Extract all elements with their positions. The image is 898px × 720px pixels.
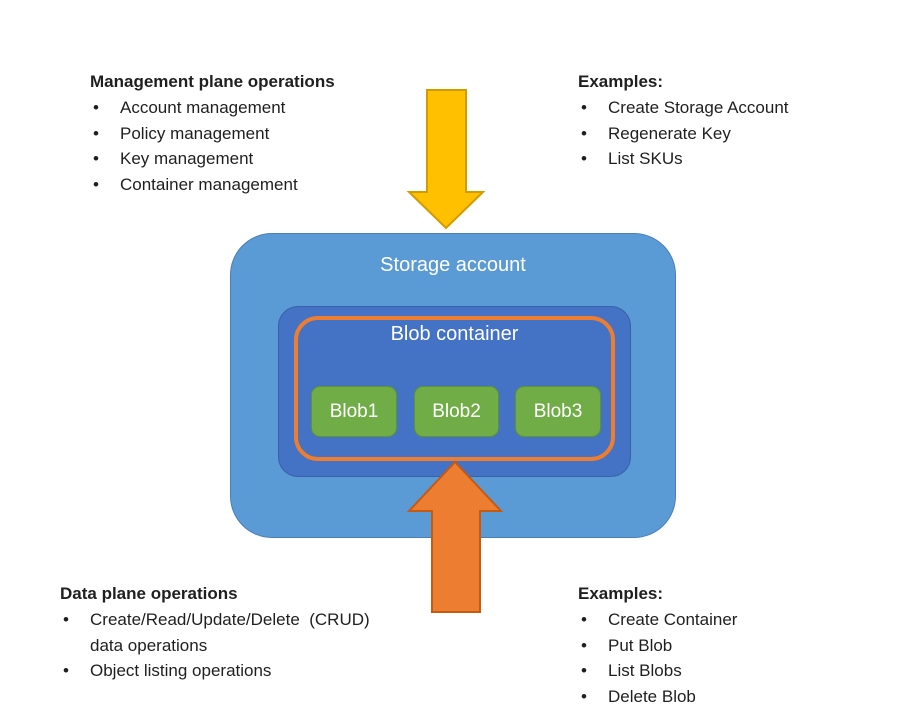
- bullet-icon: •: [93, 174, 99, 194]
- bullet-icon: •: [63, 610, 69, 629]
- management-examples-item: • Create Storage Account: [578, 95, 789, 121]
- data-examples-item: • Put Blob: [578, 633, 737, 659]
- data-examples-item: • Delete Blob: [578, 684, 737, 710]
- management-plane-item-label: Account management: [120, 98, 286, 117]
- management-examples-item-label: Regenerate Key: [608, 123, 731, 143]
- management-plane-item-label: Container management: [120, 174, 298, 194]
- bullet-icon: •: [581, 98, 587, 117]
- management-examples-item: • Regenerate Key: [578, 121, 789, 147]
- bullet-icon: •: [93, 123, 99, 143]
- data-plane-item: • Create/Read/Update/Delete (CRUD): [60, 607, 370, 633]
- management-examples-title: Examples:: [578, 72, 664, 91]
- blob-container-box: Blob container Blob1 Blob2 Blob3: [278, 306, 631, 477]
- blob3-box: Blob3: [515, 386, 601, 437]
- management-plane-item: • Account management: [90, 95, 335, 121]
- management-plane-title: Management plane operations: [90, 72, 335, 91]
- management-plane-block: Management plane operations • Account ma…: [90, 69, 335, 197]
- management-plane-down-arrow-icon: [406, 89, 486, 230]
- data-examples-item-label: Create Container: [608, 610, 738, 629]
- bullet-icon: •: [581, 123, 587, 143]
- management-plane-item: • Container management: [90, 172, 335, 198]
- bullet-icon: •: [581, 661, 587, 680]
- data-plane-title: Data plane operations: [60, 584, 238, 603]
- data-plane-item: • Object listing operations: [60, 658, 370, 684]
- bullet-icon: •: [581, 686, 587, 706]
- bullet-icon: •: [581, 149, 587, 168]
- management-plane-item-label: Key management: [120, 149, 254, 168]
- management-plane-item: • Policy management: [90, 121, 335, 147]
- bullet-icon: •: [93, 149, 99, 168]
- data-examples-block: Examples: • Create Container • Put Blob …: [578, 581, 737, 709]
- data-plane-up-arrow-icon: [406, 460, 504, 613]
- data-plane-block: Data plane operations • Create/Read/Upda…: [60, 581, 370, 684]
- management-plane-item-label: Policy management: [120, 123, 270, 143]
- management-examples-block: Examples: • Create Storage Account • Reg…: [578, 69, 789, 172]
- data-examples-item-label: Delete Blob: [608, 686, 696, 706]
- management-examples-item-label: List SKUs: [608, 149, 683, 168]
- blob-container-border: [294, 316, 615, 461]
- data-examples-item: • List Blobs: [578, 658, 737, 684]
- data-examples-item-label: List Blobs: [608, 661, 682, 680]
- blob1-box: Blob1: [311, 386, 397, 437]
- bullet-icon: •: [581, 610, 587, 629]
- data-examples-item: • Create Container: [578, 607, 737, 633]
- data-plane-item-label: data operations: [90, 635, 208, 655]
- data-plane-item-continuation: data operations: [60, 633, 370, 659]
- bullet-spacer: [60, 633, 90, 659]
- bullet-icon: •: [63, 661, 69, 680]
- bullet-icon: •: [581, 635, 587, 655]
- management-plane-item: • Key management: [90, 146, 335, 172]
- storage-account-label: Storage account: [380, 254, 526, 276]
- data-plane-item-label: Object listing operations: [90, 661, 272, 680]
- storage-account-box: Storage account Blob container Blob1 Blo…: [230, 233, 676, 538]
- bullet-icon: •: [93, 98, 99, 117]
- management-examples-item-label: Create Storage Account: [608, 98, 789, 117]
- management-examples-item: • List SKUs: [578, 146, 789, 172]
- data-examples-title: Examples:: [578, 584, 664, 603]
- blob-container-label: Blob container: [390, 323, 519, 345]
- blob2-box: Blob2: [414, 386, 499, 437]
- data-examples-item-label: Put Blob: [608, 635, 673, 655]
- data-plane-item-label: Create/Read/Update/Delete (CRUD): [90, 610, 370, 629]
